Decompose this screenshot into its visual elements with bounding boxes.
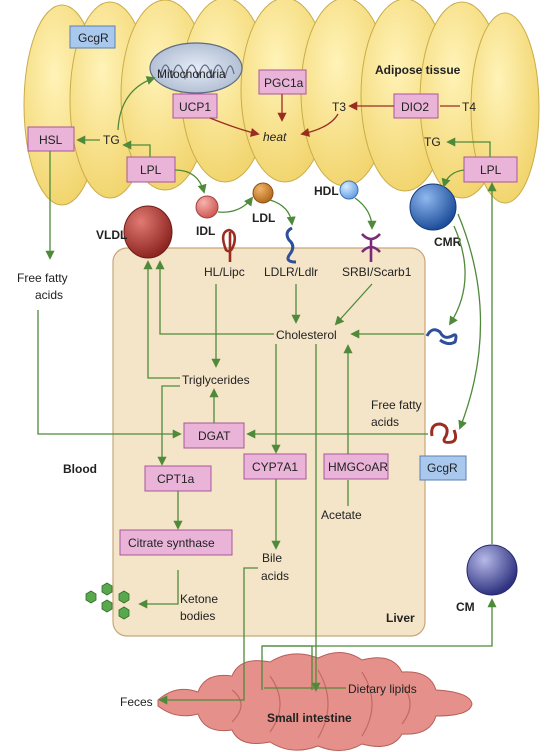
t3-label: T3 [332,100,346,114]
lpl-right-label: LPL [480,163,502,177]
feces-label: Feces [120,695,153,709]
arrow-lpl-right-cmr [441,169,465,188]
srbi-receptor-label: SRBI/Scarb1 [342,265,412,279]
arrow-srbi-cholesterol [334,283,373,326]
citrate-synthase-box [119,529,233,556]
hsl-label: HSL [39,133,63,147]
cpt1a-label: CPT1a [157,472,195,486]
liver-label: Liver [386,611,415,625]
ldl-particle [252,182,274,204]
idl-particle [195,195,219,219]
pgc1a-label: PGC1a [264,76,304,90]
ketone-molecules-icon [85,582,130,620]
srbi-receptor-icon [361,233,381,262]
lpl-right-box [463,156,518,183]
ffa-receptor-icon [430,422,458,444]
mitochondria-label: Mitochondria [157,67,226,81]
bile-acids-label-line2: acids [261,569,289,583]
ucp1-label: UCP1 [179,100,211,114]
blood-label: Blood [63,462,97,476]
arrow-bile-feces [158,567,258,705]
vldl-particle [123,205,173,259]
triglycerides-label: Triglycerides [182,373,250,387]
hl-receptor-label: HL/Lipc [204,265,245,279]
tg-right-label: TG [424,135,441,149]
hsl-box [27,126,75,152]
gcgr-liver-label: GcgR [427,461,458,475]
cm-particle [466,544,518,596]
dio2-box [393,93,439,119]
adipose-tissue-label: Adipose tissue [375,63,461,77]
vldl-label: VLDL [96,228,127,242]
cmr-receptor-icon [425,328,458,346]
arrow-triglycerides-vldl [143,260,180,379]
hmgcoar-box [323,453,389,480]
ffa-blood-label-line2: acids [35,288,63,302]
ldlr-receptor-label: LDLR/Ldlr [264,265,318,279]
arrow-citrate-ketone [138,570,179,609]
arrow-lpl-idl [174,169,207,194]
cmr-label: CMR [434,235,462,249]
arrow-lpl-tg [122,140,151,157]
bile-acids-label-line1: Bile [262,551,282,565]
lpl-left-label: LPL [140,163,162,177]
ldl-label: LDL [252,211,275,225]
hmgcoar-label: HMGCoAR [328,460,388,474]
gcgr-adipose-box [69,25,116,49]
arrow-intestine-cm [262,598,497,647]
cyp7a1-label: CYP7A1 [252,460,298,474]
arrow-triglycerides-cpt1a [157,385,180,466]
ketone-bodies-label-line1: Ketone [180,592,218,606]
dietary-lipids-label: Dietary lipids [348,682,417,696]
small-intestine-label: Small intestine [267,711,352,725]
arrow-cmr-receptor [449,225,466,326]
cmr-particle [409,183,457,231]
idl-label: IDL [196,224,215,238]
small-intestine [157,652,473,751]
ketone-bodies-label-line2: bodies [180,609,215,623]
arrow-t3-heat [300,113,339,137]
arrow-hdl-srbi [354,197,377,230]
arrow-tg-mitochondria [117,76,156,131]
arrow-cholesterol-vldl [155,260,274,335]
cholesterol-label: Cholesterol [276,328,337,342]
gcgr-adipose-label: GcgR [78,31,109,45]
cm-label: CM [456,600,475,614]
arrow-cmr-ffa [457,213,482,430]
mitochondria [149,42,243,94]
arrow-ldl-ldlr [269,199,296,226]
ldlr-receptor-icon [285,226,297,264]
arrow-idl-ldl [217,196,254,213]
hdl-label: HDL [314,184,339,198]
gcgr-liver-box [419,455,467,481]
cpt1a-box [144,465,212,492]
arrow-ffa-blood-dgat [37,310,182,439]
cyp7a1-box [243,453,307,480]
dio2-label: DIO2 [401,100,429,114]
acetate-label: Acetate [321,508,362,522]
arrow-lpl-right-tg [446,137,491,157]
dgat-label: DGAT [198,429,231,443]
ffa-blood-label-line1: Free fatty [17,271,68,285]
hl-receptor-icon [221,228,237,262]
tg-left-label: TG [103,133,120,147]
arrow-ucp1-heat [209,117,260,137]
ucp1-box [172,93,218,119]
lpl-left-box [126,156,176,183]
dgat-box [183,422,245,449]
ffa-liver-label-line1: Free fatty [371,398,422,412]
t4-label: T4 [462,100,476,114]
hdl-particle [339,180,359,200]
citrate-synthase-label: Citrate synthase [128,536,215,550]
ffa-liver-label-line2: acids [371,415,399,429]
heat-label: heat [263,130,287,144]
